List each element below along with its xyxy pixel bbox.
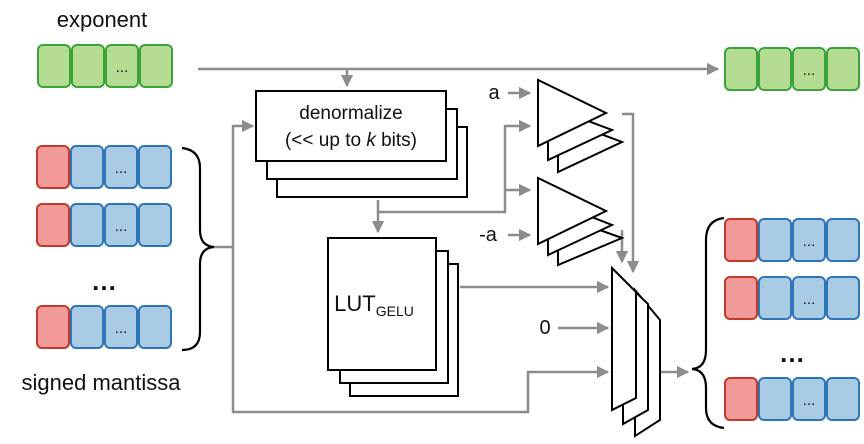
wire-comparator-1-select [622, 112, 640, 274]
mantissa-ellipsis: ... [115, 218, 128, 235]
output-rows-ellipsis: … [779, 338, 805, 368]
input-exponent-register: ... [37, 44, 173, 88]
sign-cell [724, 218, 758, 262]
mantissa-ellipsis: ... [803, 233, 816, 250]
mantissa-cell [826, 276, 860, 320]
mantissa-cell [826, 218, 860, 262]
exponent-ellipsis: ... [803, 62, 816, 79]
wires [198, 62, 720, 414]
mantissa-cell [104, 305, 138, 349]
mantissa-ellipsis: ... [803, 392, 816, 409]
mux-shape [611, 265, 637, 412]
output-mantissa-row: ... [724, 218, 860, 262]
input-rows-ellipsis: … [91, 266, 117, 296]
mantissa-cell [104, 203, 138, 247]
mantissa-cell [826, 377, 860, 421]
signed-mantissa-label: signed mantissa [22, 370, 182, 395]
lut-box [327, 237, 437, 371]
lut-label: LUTGELU [334, 291, 414, 319]
output-exponent-register: ... [724, 47, 860, 91]
denormalize-subtitle-suffix: bits) [376, 130, 417, 151]
mux-block [611, 265, 661, 438]
sign-cell [724, 377, 758, 421]
comparator-top [537, 78, 625, 174]
denormalize-block: denormalize (<< up to k bits) [255, 90, 468, 198]
input-mantissa-row: ... [36, 305, 172, 349]
input-brace [181, 146, 215, 352]
sign-cell [36, 203, 70, 247]
exponent-cell [37, 44, 71, 88]
mantissa-cell [792, 377, 826, 421]
mantissa-cell [104, 145, 138, 189]
output-brace [691, 216, 725, 430]
wire-to-comparator-1 [378, 119, 532, 214]
exponent-cell [826, 47, 860, 91]
exponent-cell [758, 47, 792, 91]
mantissa-cell [758, 377, 792, 421]
denormalize-box [255, 90, 447, 162]
mantissa-cell [70, 145, 104, 189]
const-neg-a-label: -a [479, 224, 498, 246]
mantissa-cell [758, 218, 792, 262]
exponent-ellipsis: ... [116, 59, 129, 76]
output-mantissa-row: ... [724, 377, 860, 421]
mantissa-cell [792, 218, 826, 262]
lut-main: LUT [334, 291, 376, 316]
lut-sub: GELU [376, 303, 414, 319]
exponent-cell [105, 44, 139, 88]
wire-mantissa-to-mux [231, 247, 610, 414]
input-mantissa-row: ... [36, 145, 172, 189]
exponent-cell [139, 44, 173, 88]
comparator-triangle [537, 78, 609, 148]
sign-cell [36, 305, 70, 349]
sign-cell [36, 145, 70, 189]
denormalize-subtitle-var: k [366, 130, 377, 151]
exponent-label: exponent [57, 7, 148, 32]
mantissa-ellipsis: ... [115, 160, 128, 177]
wire-mantissa-to-denormalize [214, 119, 255, 249]
mantissa-ellipsis: ... [803, 291, 816, 308]
mantissa-ellipsis: ... [115, 320, 128, 337]
denormalize-subtitle-prefix: (<< up to [285, 130, 366, 151]
mantissa-cell [138, 203, 172, 247]
sign-cell [724, 276, 758, 320]
lut-block: LUTGELU [327, 237, 459, 397]
mantissa-cell [138, 145, 172, 189]
exponent-cell [71, 44, 105, 88]
input-mantissa-row: ... [36, 203, 172, 247]
const-a-label: a [488, 82, 500, 104]
mantissa-cell [70, 203, 104, 247]
mantissa-cell [758, 276, 792, 320]
exponent-cell [724, 47, 758, 91]
mantissa-cell [70, 305, 104, 349]
denormalize-subtitle: (<< up to k bits) [285, 130, 417, 151]
mantissa-cell [792, 276, 826, 320]
exponent-cell [792, 47, 826, 91]
output-mantissa-row: ... [724, 276, 860, 320]
comparator-bottom [537, 176, 625, 267]
denormalize-title: denormalize [299, 103, 403, 124]
comparator-triangle [537, 176, 609, 246]
const-zero-label: 0 [539, 317, 550, 339]
mantissa-cell [138, 305, 172, 349]
